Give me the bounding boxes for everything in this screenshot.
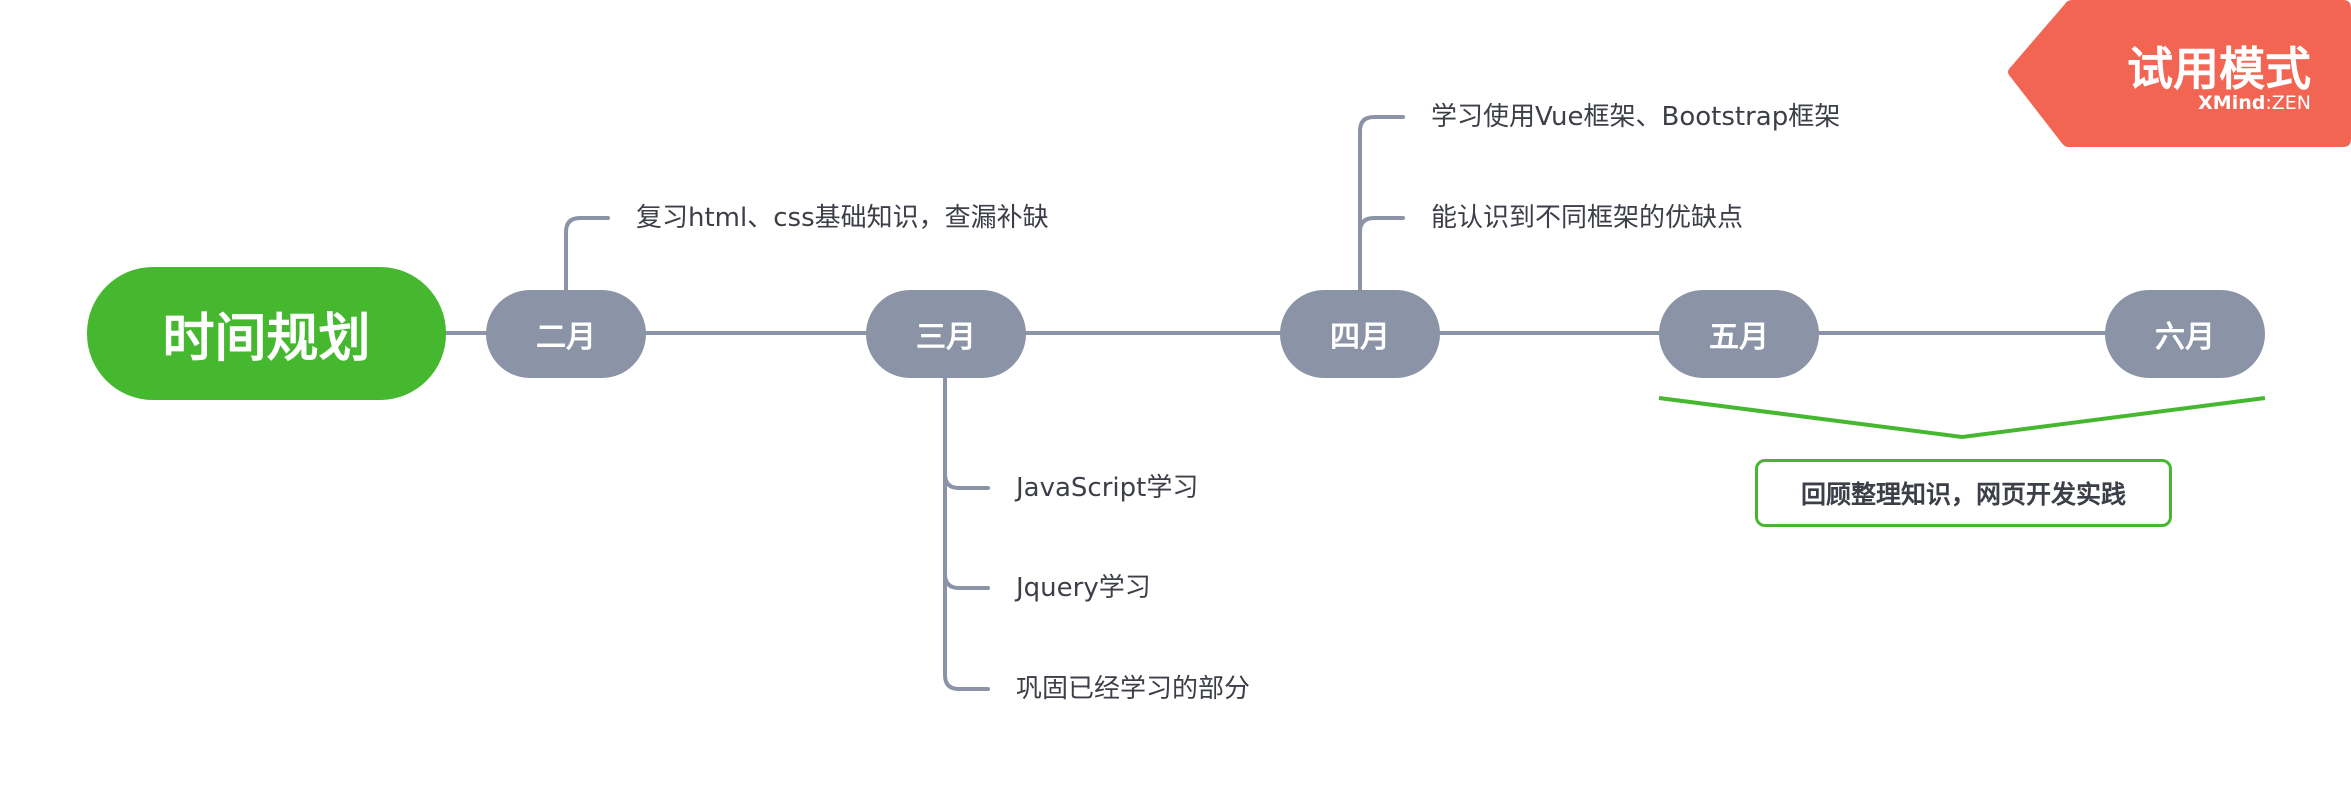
badge-shape bbox=[2008, 0, 2351, 147]
trial-mode-title: 试用模式 bbox=[2127, 42, 2311, 96]
summary-bracket bbox=[1658, 396, 2266, 440]
topic-mar[interactable]: 三月 bbox=[866, 290, 1026, 378]
xmind-zen-logo: XMind:ZEN bbox=[2198, 92, 2311, 114]
apr-connector bbox=[1358, 115, 1405, 292]
brand-suffix: :ZEN bbox=[2265, 92, 2311, 114]
topic-jun[interactable]: 六月 bbox=[2105, 290, 2265, 378]
subtopic-mar-jquery[interactable]: Jquery学习 bbox=[1016, 573, 1151, 603]
summary-topic[interactable]: 回顾整理知识，网页开发实践 bbox=[1755, 459, 2172, 527]
topic-apr[interactable]: 四月 bbox=[1280, 290, 1440, 378]
subtopic-apr-compare[interactable]: 能认识到不同框架的优缺点 bbox=[1431, 203, 1744, 233]
brand-name: XMind bbox=[2198, 92, 2266, 114]
subtopic-apr-frameworks[interactable]: 学习使用Vue框架、Bootstrap框架 bbox=[1431, 102, 1841, 132]
root-topic[interactable]: 时间规划 bbox=[87, 267, 446, 400]
topic-may[interactable]: 五月 bbox=[1659, 290, 1819, 378]
mar-connector bbox=[943, 375, 990, 691]
topic-feb[interactable]: 二月 bbox=[486, 290, 646, 378]
subtopic-feb-review[interactable]: 复习html、css基础知识，查漏补缺 bbox=[636, 203, 1049, 233]
subtopic-mar-javascript[interactable]: JavaScript学习 bbox=[1016, 473, 1199, 503]
subtopic-mar-consolidate[interactable]: 巩固已经学习的部分 bbox=[1016, 674, 1251, 704]
trial-mode-badge[interactable]: 试用模式 XMind:ZEN bbox=[2007, 0, 2351, 147]
feb-connector bbox=[564, 216, 610, 292]
